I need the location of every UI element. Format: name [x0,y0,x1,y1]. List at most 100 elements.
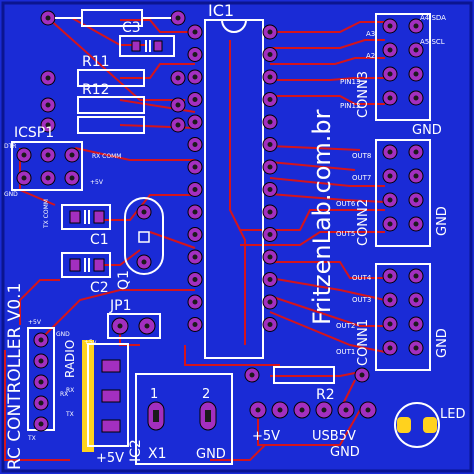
label-pin13: PIN13 [340,78,360,86]
conn3-header [375,13,431,121]
conn1-pads-pin-hole [413,321,419,327]
label-out4: OUT4 [352,274,372,282]
c3-capacitor [119,35,175,57]
label-brand: FritzenLab.com.br [308,109,336,325]
ic1-pin-right-hole [267,97,273,102]
label-title: RC CONTROLLER V0.1 [5,283,25,470]
ic1-pin-left-hole [192,299,198,305]
led-component [394,402,440,448]
x1-terminal [135,373,233,465]
label-ic2: IC2 [128,439,144,462]
conn1-pads-pin-hole [387,345,393,351]
ic1-pin-left-hole [192,209,198,215]
label-pin1: 1 [150,387,158,402]
r-top-resistor [40,9,186,27]
conn1-pads-pin-hole [387,273,393,279]
conn1-pads-pin-hole [387,297,393,303]
label-pin2: 2 [202,387,210,402]
ic1-pin-right-hole [267,142,273,147]
ic1-pin-right-hole [267,322,273,327]
conn3-pads-pin-hole [387,71,393,77]
ic1-pin-left-hole [192,119,198,125]
conn3-pads-pin-hole [413,71,419,77]
label-a2: A2 [366,52,375,60]
label-r11: R11 [82,54,110,70]
label-radio-rx: RX [60,391,68,398]
ic1-pin-right-hole [267,164,273,170]
conn3-pads-pin-hole [413,95,419,101]
ic1-pin-right-hole [267,29,273,35]
label-out8: OUT8 [352,152,371,160]
ic2-regulator [82,340,129,452]
c1-capacitor [61,204,111,230]
label-icsp-gnd: GND [4,191,18,198]
q1-crystal [124,197,164,275]
conn3-pads-pin-hole [413,47,419,53]
conn2-pads-pin-hole [413,197,419,203]
label-tx-comm: TX COMM [43,199,50,229]
label-conn1-gnd: GND [435,328,450,358]
label-out3: OUT3 [352,296,371,304]
label-dtr: DTR [4,143,16,150]
radio-header [27,327,55,432]
conn2-pads-pin-hole [387,221,393,227]
label-conn3: CONN3 [356,71,371,118]
ic1-pin-right-hole [267,277,273,282]
ic1-pin-left-hole [192,254,198,260]
label-icsp1: ICSP1 [14,125,54,141]
conn1-pads-pin-hole [413,345,419,351]
conn3-pads-pin-hole [387,47,393,53]
conn3-pads-pin-hole [387,95,393,101]
label-r2: R2 [316,387,335,403]
ic1-pin-right-hole [267,74,273,80]
label-x1: X1 [148,446,167,462]
label-x1-gnd: GND [196,447,226,462]
label-conn2: CONN2 [356,199,371,246]
label-out7: OUT7 [352,174,371,182]
label-a3: A3 [366,30,375,38]
ic1-pin-right-hole [267,52,273,57]
label-ic1: IC1 [208,1,234,20]
ic1-pin-left-hole [192,29,198,35]
ic1-pin-left-hole [192,97,198,102]
label-c2: C2 [90,280,109,296]
label-r12: R12 [82,82,110,98]
conn2-pads-pin-hole [413,149,419,155]
label-c3: C3 [122,20,141,36]
ic1-pin-right-hole [267,232,273,237]
conn2-pads-pin-hole [387,173,393,179]
r12-resistor [40,96,186,134]
label-icsp-plus5v: +5V [90,179,104,186]
conn1-pads-pin-hole [387,321,393,327]
label-pin12: PIN12 [340,102,360,110]
label-radio-gnd: GND [56,331,70,338]
label-out6: OUT6 [336,200,356,208]
ic1-pin-left-hole [192,74,198,80]
label-jp-tx: TX [65,411,74,418]
label-usb5v: USB5V [312,429,356,444]
label-q1: Q1 [116,270,132,290]
label-conn3-gnd: GND [412,123,442,138]
conn3-pads-pin-hole [387,23,393,29]
label-conn2-gnd: GND [435,206,450,236]
r11-resistor [40,69,186,87]
label-hdr-plus5v: +5V [252,429,280,444]
conn2-pads-pin-hole [413,221,419,227]
power-header [249,401,377,419]
ic1-pin-right-hole [267,119,273,125]
label-c1: C1 [90,232,109,248]
label-conn1: CONN1 [356,319,371,366]
label-out1: OUT1 [336,348,355,356]
ic1-pin-left-hole [192,277,198,282]
ic1-pin-left-hole [192,187,198,192]
ic1-pin-left-hole [192,232,198,237]
c2-capacitor [61,252,111,278]
label-a4sda: A4.SDA [420,14,446,22]
silkscreen: IC1 C3 R11 R12 ICSP1 C1 C2 Q1 JP1 IC2 +5… [4,1,465,470]
label-rx-comm: RX COMM [92,153,121,160]
jp1-jumper [107,313,161,339]
ic1-pin-right-hole [267,187,273,192]
icsp1-header [11,141,83,191]
conn2-pads-pin-hole [387,149,393,155]
